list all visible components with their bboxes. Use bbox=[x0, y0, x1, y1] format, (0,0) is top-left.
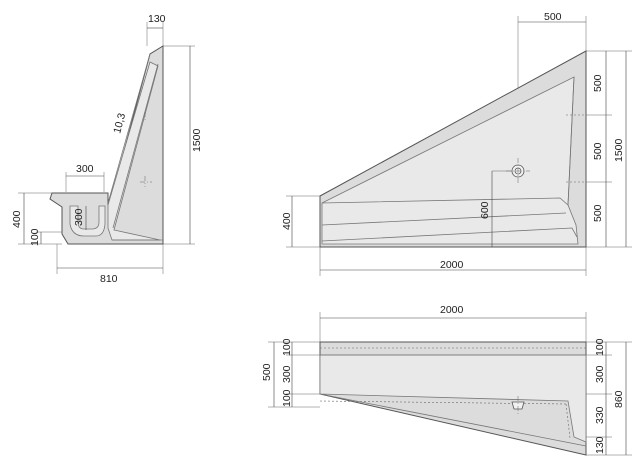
front-dim-seg-mid: 500 bbox=[592, 142, 604, 160]
side-view-channel bbox=[69, 205, 106, 237]
plan-dim-right-a: 100 bbox=[594, 338, 606, 356]
side-dim-height: 1500 bbox=[191, 128, 203, 152]
plan-dim-right-total: 860 bbox=[613, 390, 625, 408]
side-dim-channel-width: 300 bbox=[76, 163, 94, 175]
front-dim-seg-top: 500 bbox=[592, 74, 604, 92]
plan-dim-right-d: 130 bbox=[594, 436, 606, 454]
plan-dim-left-c: 100 bbox=[281, 389, 293, 407]
side-dim-total-width: 810 bbox=[100, 273, 118, 285]
side-view: 130 1500 10,3 300 300 400 100 810 bbox=[11, 13, 203, 285]
side-dim-front-height: 400 bbox=[11, 210, 23, 228]
side-dim-base: 100 bbox=[29, 228, 41, 246]
front-view: 500 500 500 500 1500 400 600 2000 bbox=[281, 11, 632, 276]
plan-dim-length: 2000 bbox=[440, 304, 464, 316]
plan-view: 2000 500 100 300 100 100 300 330 130 860 bbox=[261, 304, 632, 456]
plan-dim-left-a: 100 bbox=[281, 338, 293, 356]
plan-dim-right-b: 300 bbox=[594, 365, 606, 383]
plan-dim-left-b: 300 bbox=[281, 365, 293, 383]
plan-dim-left-outer: 500 bbox=[261, 363, 273, 381]
front-dim-left-height: 400 bbox=[281, 212, 293, 230]
front-dim-top-offset: 500 bbox=[544, 11, 562, 23]
front-dim-length: 2000 bbox=[440, 259, 464, 271]
plan-dim-right-c: 330 bbox=[594, 406, 606, 424]
front-dim-seg-bottom: 500 bbox=[592, 204, 604, 222]
front-dim-total-height: 1500 bbox=[613, 138, 625, 162]
front-dim-outlet-height: 600 bbox=[479, 201, 491, 219]
plan-outlet-symbol bbox=[511, 401, 525, 410]
side-dim-top-thickness: 130 bbox=[148, 13, 166, 25]
side-dim-channel-depth: 300 bbox=[73, 208, 85, 226]
side-dim-angle: 10,3 bbox=[111, 112, 128, 135]
